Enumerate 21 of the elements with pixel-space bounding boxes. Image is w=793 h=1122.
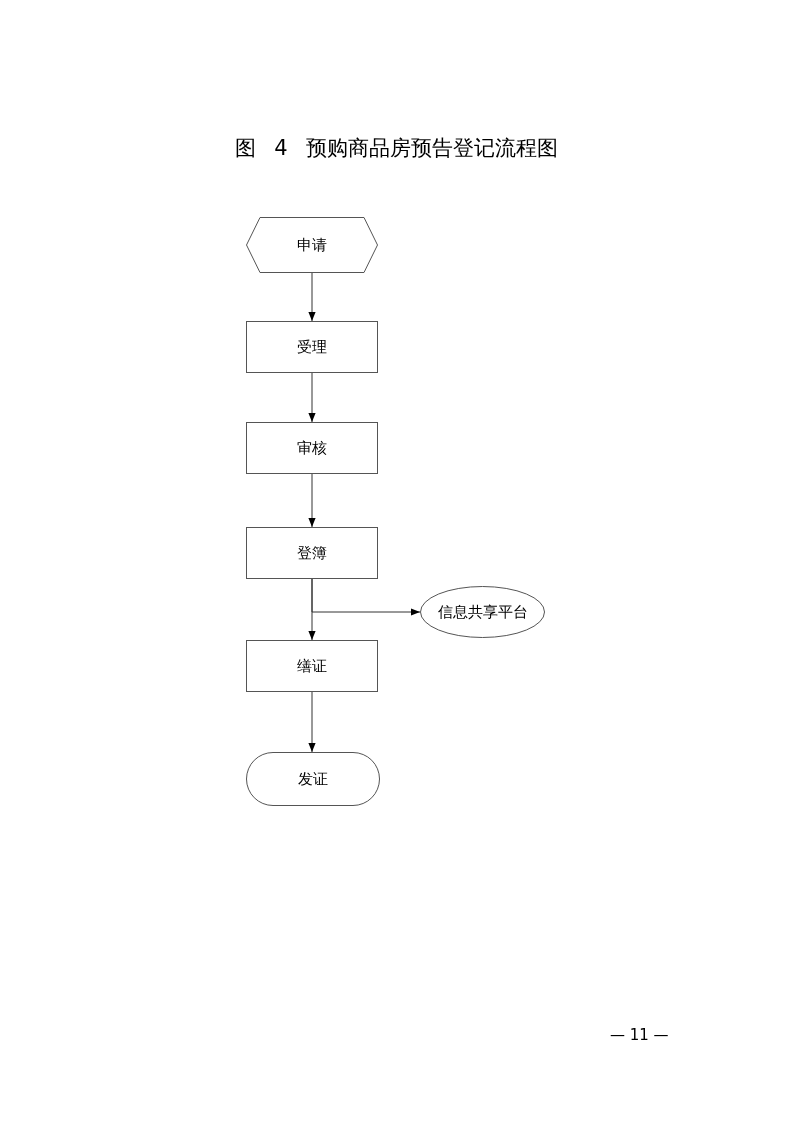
node-label: 缮证: [297, 656, 327, 676]
arrow: [311, 578, 421, 616]
terminator-shape: [246, 752, 380, 806]
node-label: 信息共享平台: [437, 602, 528, 622]
process-box: [246, 527, 378, 579]
process-box: [246, 422, 378, 474]
node-label: 登簿: [297, 543, 327, 563]
page-number: — 11 —: [610, 1026, 669, 1044]
arrow: [308, 473, 316, 528]
node-label: 发证: [298, 769, 328, 789]
process-box: [246, 321, 378, 373]
arrow: [308, 272, 316, 322]
figure-title: 图 4 预购商品房预告登记流程图: [233, 135, 560, 162]
node-label: 申请: [297, 235, 327, 255]
node-label: 受理: [297, 337, 327, 357]
arrow: [308, 691, 316, 753]
node-label: 审核: [297, 438, 327, 458]
platform-ellipse: [420, 586, 545, 638]
arrow: [308, 372, 316, 423]
terminal-hexagon: [246, 217, 378, 273]
process-box: [246, 640, 378, 692]
